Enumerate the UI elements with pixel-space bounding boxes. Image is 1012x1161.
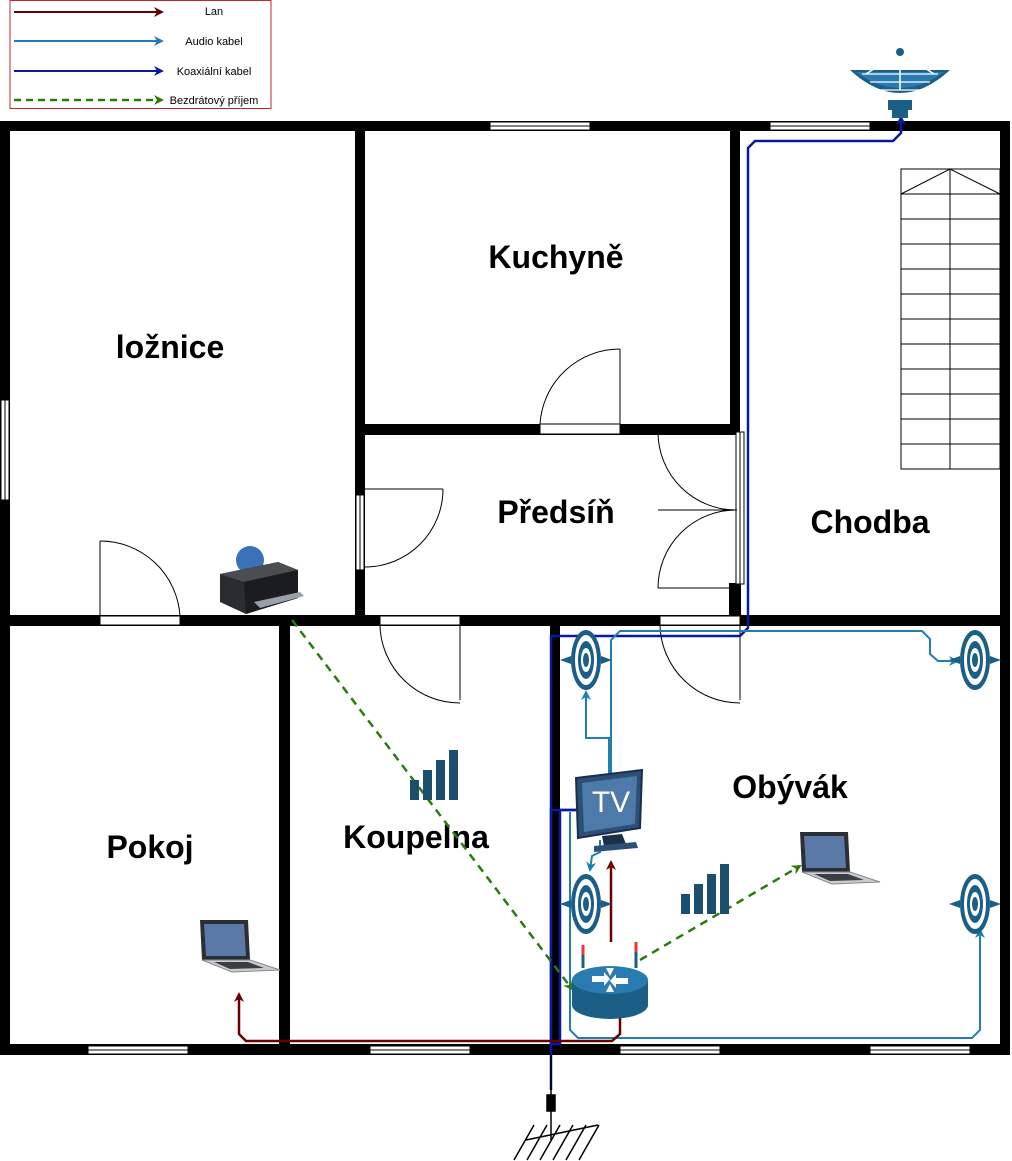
audio-cable-top-left <box>581 690 610 775</box>
lan-cable-pokoj <box>234 992 622 1043</box>
doors <box>99 348 741 704</box>
audio-cable-bottom-right <box>569 812 985 1039</box>
tv-icon: TV <box>574 768 644 852</box>
speaker-icon <box>560 874 612 934</box>
speaker-icon <box>560 630 612 690</box>
printer-icon <box>220 546 304 614</box>
room-label-obyvak: Obývák <box>732 769 848 805</box>
wireless-link-laptop <box>639 864 802 962</box>
antenna-icon <box>513 1055 600 1161</box>
speaker-icon <box>949 874 1001 934</box>
legend-label-wireless: Bezdrátový příjem <box>170 95 259 107</box>
legend: Lan Audio kabel Koaxiální kabel Bezdráto… <box>9 0 272 109</box>
legend-label-coax: Koaxiální kabel <box>177 66 252 78</box>
audio-cable-mid-left <box>586 840 601 872</box>
speaker-icon <box>949 630 1001 690</box>
router-icon <box>572 942 648 1019</box>
room-label-pokoj: Pokoj <box>106 829 193 865</box>
legend-box <box>9 0 272 109</box>
windows <box>0 121 971 1055</box>
legend-label-audio: Audio kabel <box>185 36 243 48</box>
room-label-chodba: Chodba <box>810 504 929 540</box>
room-label-koupelna: Koupelna <box>343 819 489 855</box>
audio-cable-top-right <box>610 630 959 775</box>
wireless-link-printer <box>291 619 574 991</box>
laptop-icon <box>199 919 281 973</box>
room-label-loznice: ložnice <box>116 329 224 365</box>
stairs <box>900 168 1001 470</box>
satellite-dish-icon <box>850 48 950 118</box>
laptop-icon <box>799 831 881 885</box>
room-label-predsin: Předsíň <box>497 494 614 530</box>
tv-label: TV <box>592 786 630 819</box>
signal-bars-icon <box>410 750 458 800</box>
legend-label-lan: Lan <box>205 6 223 18</box>
signal-bars-icon <box>681 864 729 914</box>
room-label-kuchyne: Kuchyně <box>488 239 623 275</box>
